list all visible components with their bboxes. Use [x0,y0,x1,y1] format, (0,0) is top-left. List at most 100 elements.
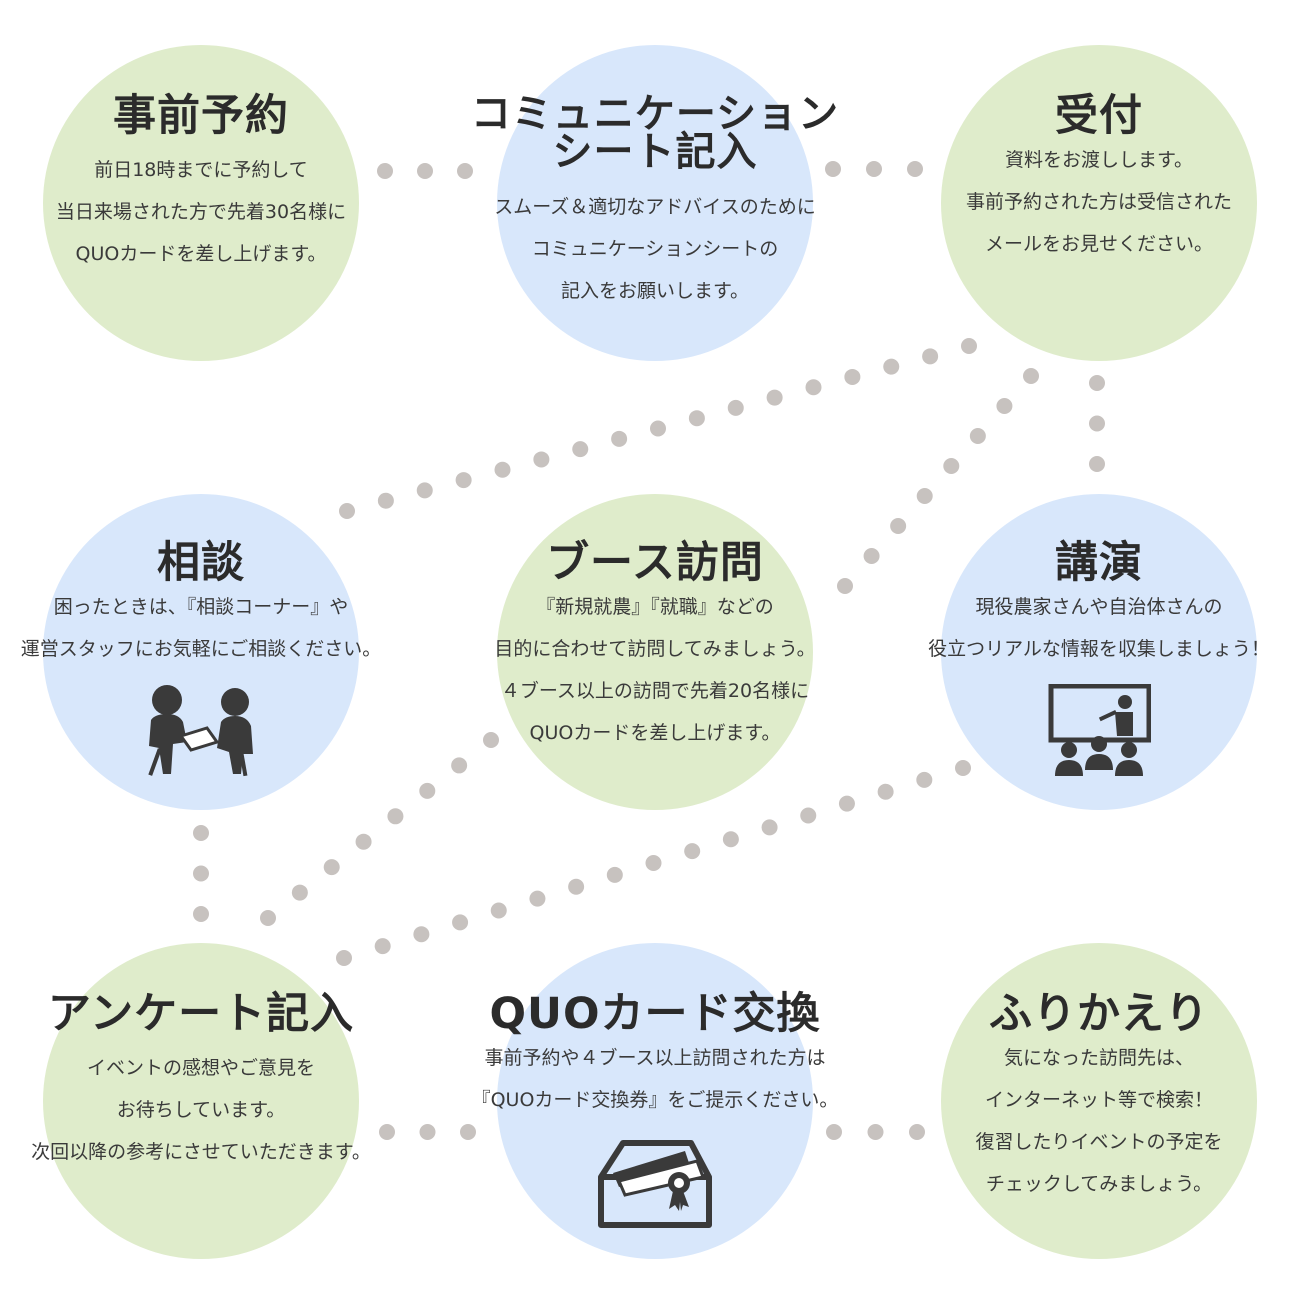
step-text: 事前予約や４ブース以上訪問された方は [484,1047,826,1069]
connector-dot [413,926,430,943]
connector-dot [355,833,372,850]
connector-dot [452,914,469,931]
connector-dot [877,783,894,800]
connector-dot [943,458,960,474]
step-review: ふりかえり 気になった訪問先は、 インターネット等で検索！ 復習したりイベントの… [941,943,1257,1259]
connector-dot [490,902,507,919]
connector-dot [844,368,861,385]
connector-dot [193,825,209,841]
step-communication-sheet: コミュニケーション シート記入 スムーズ＆適切なアドバイスのために コミュニケー… [471,45,838,361]
connector-dot [1089,415,1105,432]
connector-dot [826,1124,842,1140]
connector-dot [916,771,933,788]
step-text: 運営スタッフにお気軽にご相談ください。 [20,638,382,660]
step-text: お待ちしています。 [116,1099,286,1121]
connector-dot [568,878,585,895]
connector-dot [419,1124,436,1140]
connector-dot [460,1124,476,1140]
step-text: 目的に合わせて訪問してみましょう。 [494,638,816,660]
connector-dot [533,451,550,468]
connector-dot [260,910,276,926]
connector-dot [883,358,900,375]
connector-dot [916,488,933,504]
connector-dot [455,472,472,489]
connector-dot [800,807,817,824]
connector-dot [387,808,404,825]
connector-dot [611,430,628,447]
step-text: チェックしてみましょう。 [985,1173,1213,1195]
connector-dot [416,482,433,499]
step-text: コミュニケーションシートの [531,238,779,260]
connector-dot [907,161,923,177]
step-booth-visit: ブース訪問 『新規就農』『就職』などの 目的に合わせて訪問してみましょう。 ４ブ… [494,494,816,810]
connector-dot [761,819,778,836]
step-title: 事前予約 [113,91,289,141]
connector-dot [645,855,662,871]
step-title: QUOカード交換 [489,989,821,1039]
connector-dot [529,890,546,907]
connector-dot [825,161,841,177]
connector-dot [1089,375,1105,391]
step-text: 当日来場された方で先着30名様に [55,201,347,223]
connector-dot [766,389,783,406]
step-text: 気になった訪問先は、 [1003,1047,1194,1069]
consultation-icon [148,685,253,777]
step-text: 役立つリアルな情報を収集しましょう！ [928,638,1270,660]
connector-dot [684,843,701,860]
step-text: QUOカードを差し上げます。 [529,722,781,744]
step-text: 復習したりイベントの予定を [975,1131,1223,1153]
connector-dot [1089,456,1105,472]
connector-dot [867,1124,884,1140]
connector-dot [323,859,340,876]
step-title: 受付 [1055,91,1143,141]
step-reception: 受付 資料をお渡しします。 事前予約された方は受信された メールをお見せください… [941,45,1257,361]
connector-dot [572,441,589,458]
step-title: 講演 [1055,538,1143,588]
voucher-envelope-icon [598,1140,712,1228]
step-text: 次回以降の参考にさせていただきます。 [31,1141,371,1163]
step-text: 困ったときは、『相談コーナー』や [53,596,349,618]
step-text: メールをお見せください。 [984,233,1213,255]
connector-dot [417,163,433,179]
connector-dot [838,795,855,812]
connector-dot [890,518,907,534]
step-survey: アンケート記入 イベントの感想やご意見を お待ちしています。 次回以降の参考にさ… [31,943,371,1259]
step-text: スムーズ＆適切なアドバイスのために [494,196,816,218]
step-advance-reservation: 事前予約 前日18時までに予約して 当日来場された方で先着30名様に QUOカー… [43,45,359,361]
connector-dot [451,757,468,774]
connector-dot [1023,368,1039,384]
connector-dot [969,428,986,444]
connector-dot [483,732,499,748]
connector-dot [909,1124,925,1140]
connector-dot [336,950,352,966]
connector-dot [863,548,880,564]
connector-dot [606,866,623,883]
connector-dot [379,1124,395,1140]
connector-dot [494,461,511,478]
step-text: QUOカードを差し上げます。 [75,243,327,265]
connector-dot [837,578,853,594]
step-lecture: 講演 現役農家さんや自治体さんの 役立つリアルな情報を収集しましょう！ [928,494,1270,810]
connector-dot [922,348,939,365]
connector-dot [339,503,355,519]
step-text: 記入をお願いします。 [560,280,750,302]
step-title: アンケート記入 [47,989,355,1039]
step-text: ４ブース以上の訪問で先着20名様に [500,680,810,702]
step-title: ブース訪問 [546,538,764,588]
step-title: ふりかえり [989,989,1209,1039]
connector-dot [377,163,393,179]
connector-dot [996,398,1013,414]
connector-dot [961,338,977,354]
connector-dot [374,938,391,955]
step-text: 前日18時までに予約して [94,159,308,181]
step-text: 『新規就農』『就職』などの [536,596,774,618]
connector-dot [722,831,739,848]
step-title: 相談 [157,538,245,588]
connector-dot [377,492,394,509]
connector-dot [688,410,705,427]
connector-dot [193,906,209,922]
connector-dot [291,884,308,901]
connector-dot [419,782,436,799]
step-text: 『QUOカード交換券』をご提示ください。 [471,1089,839,1111]
